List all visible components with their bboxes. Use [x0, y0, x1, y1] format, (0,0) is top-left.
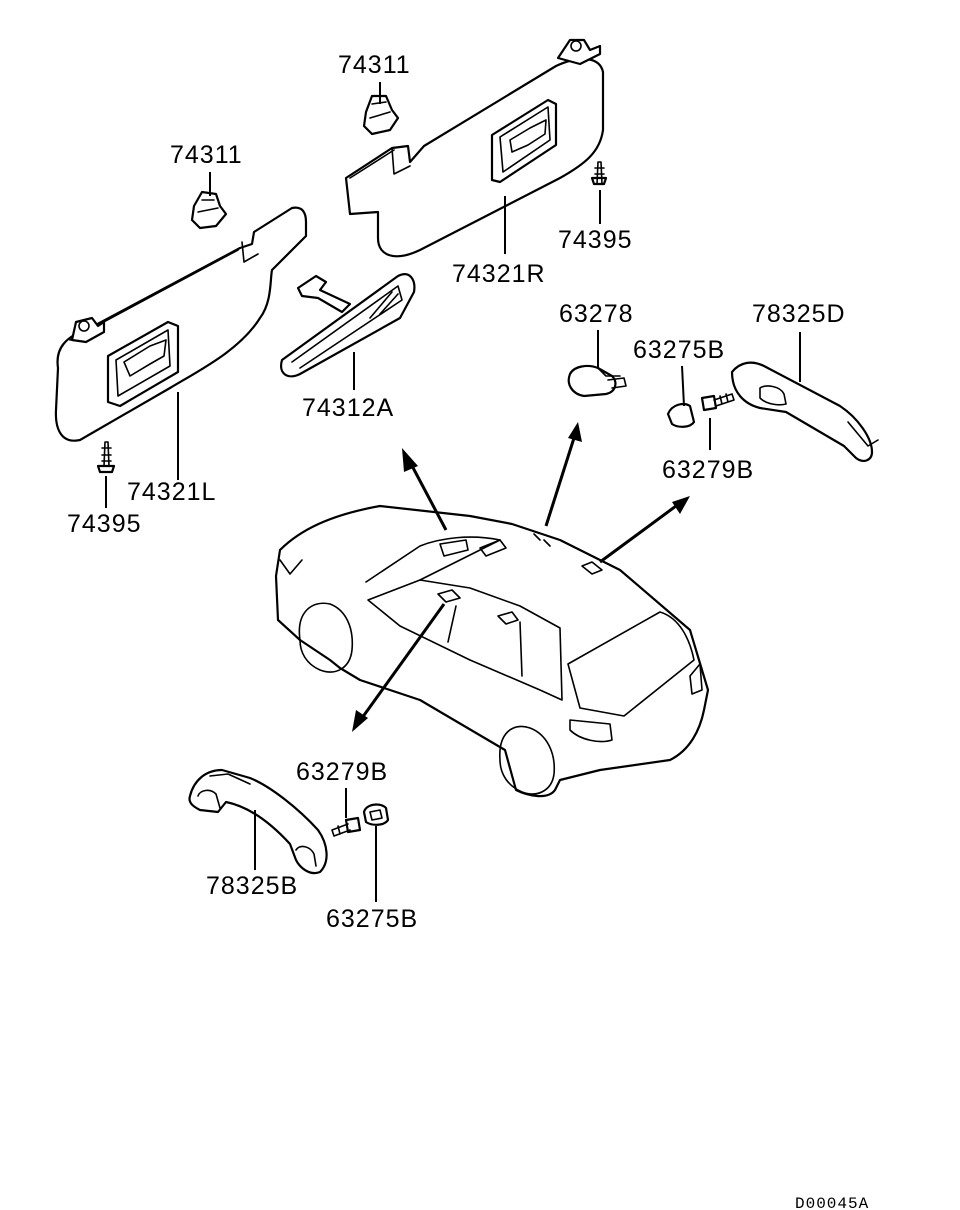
label-screw-left: 74395	[67, 510, 142, 538]
rear-view-mirror[interactable]	[280, 273, 416, 378]
label-handle-rear: 78325B	[206, 872, 298, 900]
bolt-rear[interactable]	[331, 816, 362, 837]
roof-clip[interactable]	[567, 364, 627, 398]
label-screw-right: 74395	[558, 226, 633, 254]
cap-rear[interactable]	[362, 803, 390, 826]
vehicle-outline	[274, 504, 710, 798]
label-mirror: 74312A	[302, 394, 394, 422]
leader-lines	[105, 82, 801, 902]
label-handle-front: 78325D	[752, 300, 846, 328]
label-bolt-front: 63279B	[662, 456, 754, 484]
grip-handle-rear[interactable]	[188, 768, 328, 875]
label-visor-left: 74321L	[127, 478, 216, 506]
part-labels: 74311 74311 74321R 74395 74312A 74321L 7…	[67, 51, 869, 1210]
sun-visor-right[interactable]	[344, 38, 605, 258]
grip-handle-front[interactable]	[730, 361, 879, 462]
label-roof-clip: 63278	[559, 300, 634, 328]
label-visor-right: 74321R	[452, 260, 546, 288]
label-visor-clip-left: 74311	[170, 141, 243, 169]
label-cap-rear: 63275B	[326, 905, 418, 933]
sun-visor-left[interactable]	[54, 206, 308, 442]
visor-clip-left[interactable]	[190, 190, 228, 230]
cap-front[interactable]	[666, 403, 696, 428]
bolt-front[interactable]	[700, 393, 735, 412]
visor-clip-right[interactable]	[362, 94, 400, 136]
screw-left[interactable]	[96, 441, 116, 474]
screw-right[interactable]	[590, 161, 608, 186]
location-arrows	[352, 422, 690, 732]
label-visor-clip-right: 74311	[338, 51, 411, 79]
label-bolt-rear: 63279B	[296, 758, 388, 786]
drawing-code: D00045A	[795, 1195, 869, 1210]
label-cap-front: 63275B	[633, 336, 725, 364]
